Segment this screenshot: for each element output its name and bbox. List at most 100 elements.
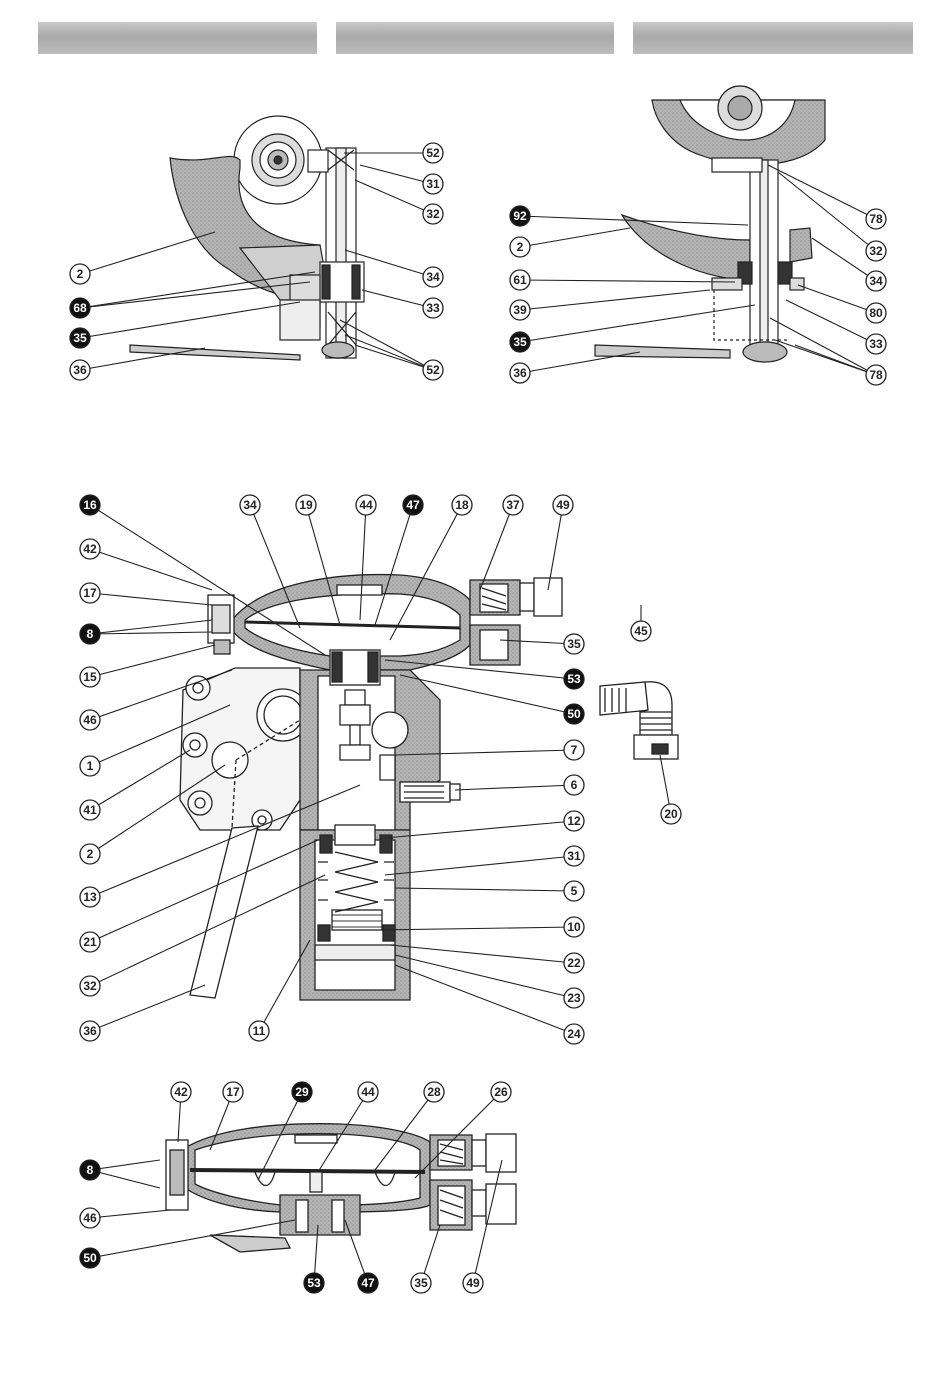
callout-label: 47	[361, 1276, 375, 1290]
callout-label: 8	[87, 1163, 94, 1177]
callout-label: 12	[567, 814, 581, 828]
callout-label: 92	[513, 209, 527, 223]
callout-label: 33	[869, 337, 883, 351]
callout-label: 28	[427, 1085, 441, 1099]
callout-label: 17	[83, 586, 97, 600]
callout-label: 7	[571, 743, 578, 757]
leader-line	[798, 285, 876, 313]
callout-main-section-31: 31	[385, 846, 584, 875]
leader-line	[90, 549, 212, 590]
callout-top-left-exploded-2: 2	[70, 232, 215, 284]
callout-label: 46	[83, 713, 97, 727]
callout-main-section-5: 5	[395, 881, 584, 901]
leader-line	[90, 840, 318, 942]
callout-label: 23	[567, 991, 581, 1005]
callout-label: 78	[869, 212, 883, 226]
callout-label: 11	[253, 1024, 266, 1038]
callout-label: 35	[513, 335, 527, 349]
callout-label: 26	[494, 1085, 508, 1099]
callout-label: 8	[87, 627, 94, 641]
callout-label: 34	[426, 270, 440, 284]
leader-line	[520, 305, 755, 342]
callout-main-section-12: 12	[385, 811, 584, 838]
callout-label: 24	[567, 1027, 581, 1041]
callout-main-section-22: 22	[390, 945, 584, 973]
callout-label: 32	[83, 979, 97, 993]
callout-label: 33	[426, 301, 440, 315]
callout-top-right-exploded-61: 61	[510, 270, 735, 290]
callout-label: 18	[455, 498, 469, 512]
callout-main-section-21: 21	[80, 840, 318, 952]
callout-bottom-section-35: 35	[411, 1225, 440, 1293]
leader-line	[480, 505, 513, 590]
callout-main-section-6: 6	[455, 775, 584, 795]
leader-line	[520, 280, 735, 282]
callout-label: 17	[226, 1085, 240, 1099]
callout-label: 46	[83, 1211, 97, 1225]
callout-label: 50	[83, 1251, 97, 1265]
callout-label: 2	[87, 847, 94, 861]
callout-label: 29	[295, 1085, 309, 1099]
leader-line	[355, 180, 433, 214]
callout-label: 37	[506, 498, 520, 512]
callout-label: 45	[634, 624, 648, 638]
callout-bottom-section-8: 8	[80, 1160, 160, 1188]
callout-label: 36	[513, 366, 527, 380]
callout-main-section-17: 17	[80, 583, 212, 605]
callout-bottom-section-42: 42	[171, 1082, 191, 1142]
callout-label: 5	[571, 884, 578, 898]
callout-label: 32	[426, 207, 440, 221]
leader-line	[345, 335, 433, 370]
callout-label: 13	[83, 890, 97, 904]
callout-label: 41	[83, 803, 97, 817]
leader-line	[395, 955, 574, 998]
callout-label: 34	[869, 274, 883, 288]
callout-bottom-section-46: 46	[80, 1208, 170, 1228]
callout-label: 49	[556, 498, 570, 512]
callout-label: 34	[243, 498, 257, 512]
callout-label: 2	[517, 240, 524, 254]
callout-main-section-23: 23	[395, 955, 584, 1008]
callout-label: 78	[869, 368, 883, 382]
callout-label: 52	[426, 146, 440, 160]
callout-main-section-49: 49	[548, 495, 573, 590]
callout-label: 53	[307, 1276, 321, 1290]
callout-label: 36	[73, 363, 87, 377]
leader-line	[812, 238, 876, 281]
callout-main-section-24: 24	[395, 965, 584, 1044]
leader-line	[385, 856, 574, 875]
callout-main-section-45: 45	[631, 605, 651, 641]
callout-label: 80	[869, 306, 883, 320]
callout-label: 19	[299, 498, 313, 512]
callout-label: 35	[414, 1276, 428, 1290]
leader-line	[520, 228, 630, 247]
leader-line	[90, 593, 212, 605]
leader-line	[385, 821, 574, 838]
leader-line	[455, 785, 574, 790]
callout-top-right-exploded-35: 35	[510, 305, 755, 352]
callout-main-section-20: 20	[660, 755, 681, 824]
callout-label: 47	[406, 498, 420, 512]
callout-main-section-8: 8	[80, 620, 212, 644]
callout-label: 6	[571, 778, 578, 792]
leader-line	[770, 318, 876, 375]
callout-label: 39	[513, 303, 527, 317]
callout-label: 31	[426, 177, 440, 191]
callout-label: 44	[361, 1085, 375, 1099]
callout-label: 61	[513, 273, 527, 287]
leader-line	[90, 985, 205, 1031]
leader-line	[795, 345, 876, 375]
callout-label: 44	[359, 498, 373, 512]
leader-line	[520, 290, 710, 310]
callout-top-right-exploded-2: 2	[510, 228, 630, 257]
callout-label: 16	[83, 498, 97, 512]
leader-line	[80, 232, 215, 274]
callout-main-section-42: 42	[80, 539, 212, 590]
callout-label: 22	[567, 956, 581, 970]
callout-label: 52	[426, 363, 440, 377]
callout-label: 1	[87, 759, 94, 773]
callout-top-left-exploded-52: 52	[344, 143, 443, 163]
callout-label: 15	[83, 670, 97, 684]
callout-label: 36	[83, 1024, 97, 1038]
